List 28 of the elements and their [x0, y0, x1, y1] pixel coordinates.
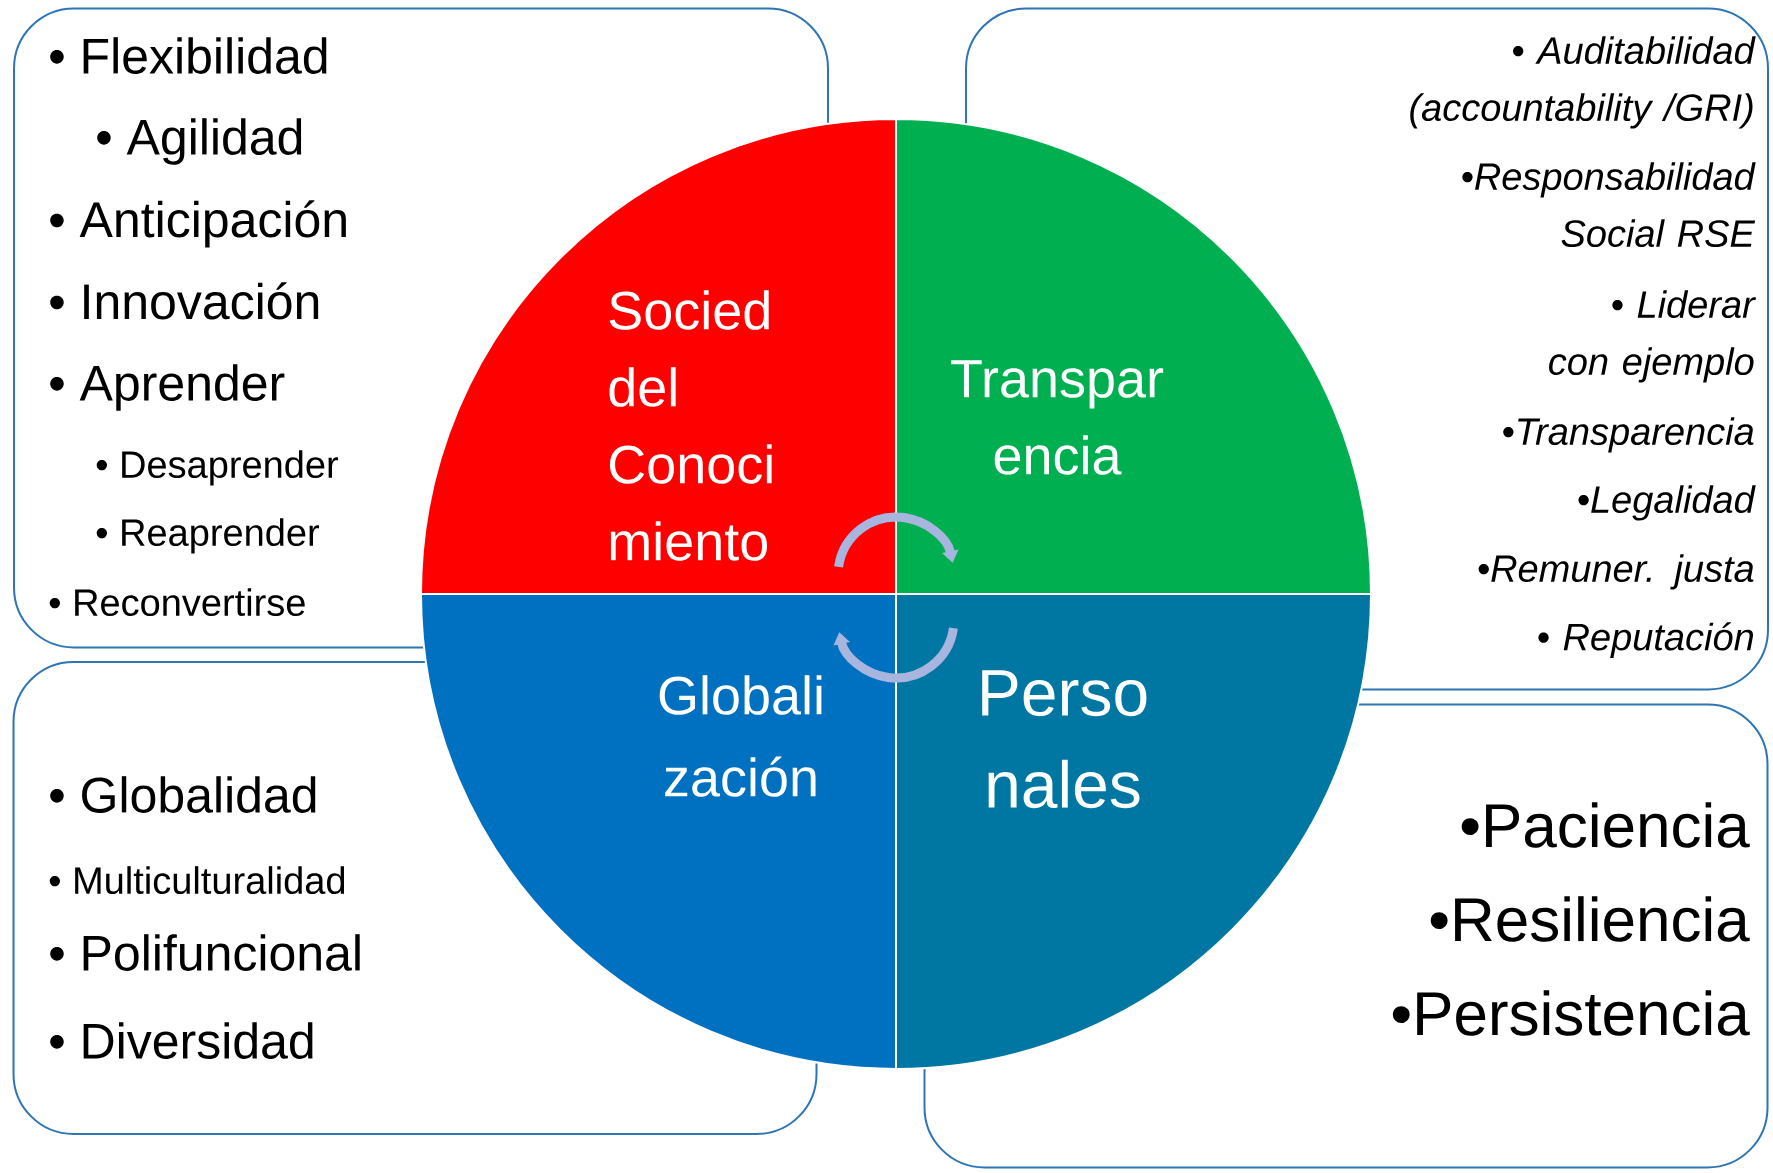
bullet-item: •Transparencia	[1503, 417, 1754, 453]
quadrant: Socied del Conoci miento	[420, 118, 897, 595]
bullet-item: • Liderar con ejemplo	[1549, 290, 1757, 383]
bullet-item: •Resiliencia	[1430, 896, 1750, 942]
bullet-item: • Globalidad	[50, 776, 316, 813]
bullet-item: • Desaprender	[96, 450, 339, 486]
bullet-item: • Polifuncional	[50, 934, 360, 971]
bullet-item: • Flexibilidad	[50, 37, 327, 74]
bullet-item: •Remuner. justa	[1478, 554, 1754, 590]
bullet-item: • Agilidad	[97, 118, 302, 165]
bullet-item: •Responsabilidad Social RSE	[1462, 162, 1756, 248]
quadrant: Globali zación	[420, 593, 897, 1070]
bullet-item: • Aprender	[50, 364, 285, 411]
bullet-item: • Auditabilidad (accountability /GRI)	[1410, 36, 1756, 129]
bullet-item: •Persistencia	[1392, 990, 1750, 1036]
bullet-item: • Anticipación	[50, 200, 346, 248]
quadrant: Perso nales	[895, 593, 1372, 1070]
bullet-item: • Multiculturalidad	[49, 866, 345, 895]
bullet-item: • Reaprender	[96, 518, 320, 554]
cycle-arrow	[833, 627, 958, 683]
quadrant: Transpar encia	[895, 118, 1372, 595]
bullet-item: •Legalidad	[1578, 485, 1756, 521]
bullet-item: • Reconvertirse	[49, 588, 305, 617]
bullet-item: • Innovación	[50, 282, 319, 320]
bullet-item: •Paciencia	[1461, 802, 1750, 848]
cycle-arrow	[834, 512, 959, 568]
bullet-item: • Diversidad	[50, 1022, 313, 1059]
bullet-item: • Reputación	[1538, 622, 1754, 659]
